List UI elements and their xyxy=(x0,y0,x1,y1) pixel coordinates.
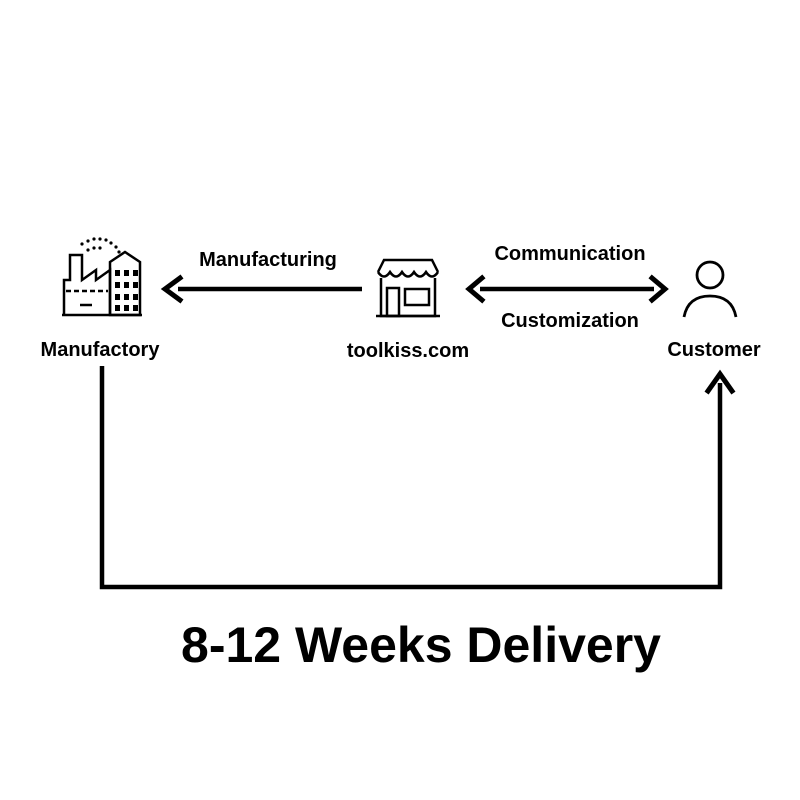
person-icon xyxy=(682,260,738,318)
manufacturing-arrow xyxy=(160,274,362,304)
communication-double-arrow xyxy=(465,274,669,304)
node-label-customer: Customer xyxy=(667,339,761,361)
edge-label-customization: Customization xyxy=(501,310,639,332)
delivery-arrow xyxy=(99,366,736,590)
delivery-time-label: 8-12 Weeks Delivery xyxy=(181,617,661,673)
storefront-icon xyxy=(376,258,440,318)
factory-icon xyxy=(62,237,142,317)
node-label-manufactory: Manufactory xyxy=(41,339,161,361)
node-label-store: toolkiss.com xyxy=(347,340,469,362)
edge-label-manufacturing: Manufacturing xyxy=(199,249,337,271)
edge-label-communication: Communication xyxy=(494,243,645,265)
